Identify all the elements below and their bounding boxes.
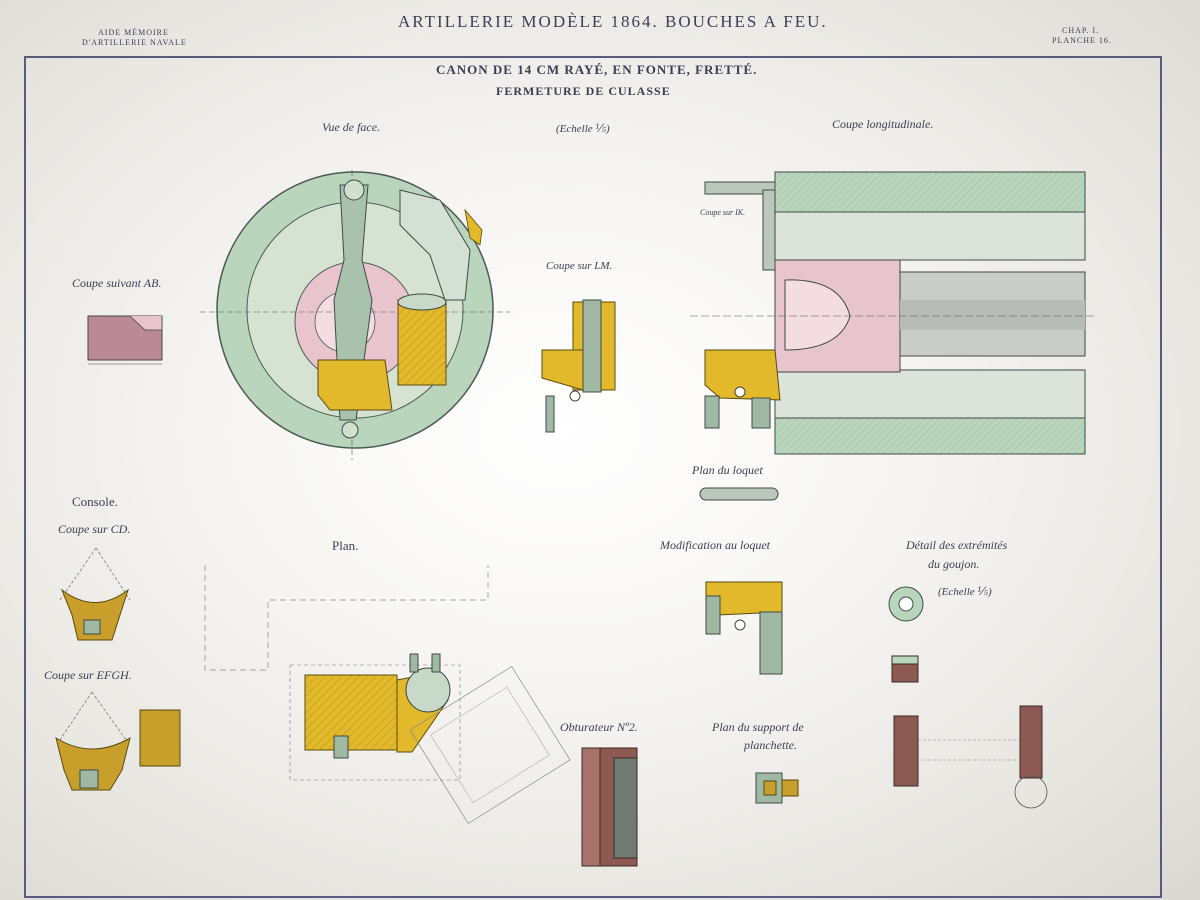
label-support-line2: planchette. bbox=[744, 738, 797, 752]
console-section-efgh-drawing bbox=[55, 691, 181, 791]
stud-ends-detail-drawing bbox=[888, 586, 1048, 809]
header-title: ARTILLERIE MODÈLE 1864. BOUCHES A FEU. bbox=[398, 12, 828, 31]
label-modification-loquet: Modification au loquet bbox=[660, 538, 770, 552]
section-ab-drawing bbox=[87, 315, 163, 365]
label-plan-loquet: Plan du loquet bbox=[692, 463, 763, 477]
obturator-drawing bbox=[581, 747, 638, 867]
label-obturateur: Obturateur Nº2. bbox=[560, 720, 638, 734]
plan-drawing bbox=[204, 565, 571, 824]
label-echelle-detail: (Echelle ⅕) bbox=[938, 586, 992, 598]
label-coupe-longitudinale: Coupe longitudinale. bbox=[832, 117, 934, 131]
plate-title-line2: FERMETURE DE CULASSE bbox=[496, 84, 671, 98]
label-echelle-top: (Echelle ⅕) bbox=[556, 123, 610, 135]
latch-modification-drawing bbox=[705, 581, 783, 675]
longitudinal-section-drawing bbox=[690, 171, 1095, 455]
section-lm-drawing bbox=[541, 299, 616, 433]
label-coupe-ab: Coupe suivant AB. bbox=[72, 276, 162, 290]
plate-frame bbox=[24, 56, 1162, 898]
board-support-plan-drawing bbox=[755, 772, 799, 804]
latch-plan-drawing bbox=[699, 487, 779, 501]
label-vue-de-face: Vue de face. bbox=[322, 120, 381, 134]
header-left-line2: D'ARTILLERIE NAVALE bbox=[82, 38, 187, 47]
label-coupe-efgh: Coupe sur EFGH. bbox=[44, 668, 132, 682]
label-coupe-lm: Coupe sur LM. bbox=[546, 260, 613, 272]
header-right-line2: PLANCHE 16. bbox=[1052, 36, 1112, 45]
console-section-cd-drawing bbox=[59, 547, 131, 641]
label-coupe-ik: Coupe sur IK. bbox=[700, 208, 746, 217]
front-view-drawing bbox=[200, 170, 510, 460]
label-console: Console. bbox=[72, 494, 118, 509]
label-detail-line1: Détail des extrémités bbox=[906, 538, 1008, 552]
label-support-line1: Plan du support de bbox=[712, 720, 804, 734]
header-left-line1: AIDE MÉMOIRE bbox=[98, 28, 169, 37]
label-detail-line2: du goujon. bbox=[928, 557, 980, 571]
label-plan: Plan. bbox=[332, 538, 359, 553]
header-right-line1: CHAP. I. bbox=[1062, 26, 1100, 35]
label-coupe-cd: Coupe sur CD. bbox=[58, 522, 131, 536]
plate-title-line1: CANON DE 14 cm RAYÉ, EN FONTE, FRETTÉ. bbox=[436, 62, 758, 77]
